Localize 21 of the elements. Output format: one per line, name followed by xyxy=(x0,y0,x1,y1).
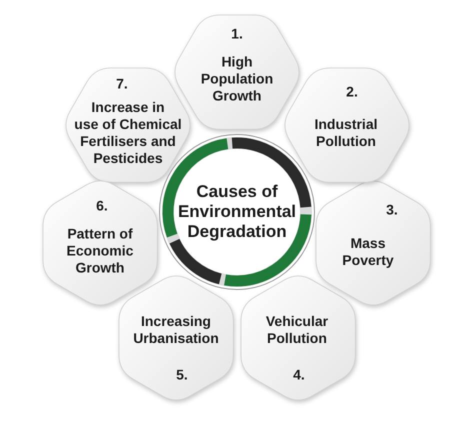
cause-label: Mass Poverty xyxy=(342,234,394,269)
step-number: 5. xyxy=(176,366,188,384)
step-number: 3. xyxy=(386,201,398,218)
hexagon-card xyxy=(284,66,410,183)
hexagon-card xyxy=(64,66,191,183)
cause-label: Increase in use of Chemical Fertilisers and Pesticides xyxy=(74,98,182,167)
hub-title: Causes of Environmental Degradation xyxy=(178,182,296,242)
cause-label: Pattern of Economic Growth xyxy=(66,225,134,276)
step-number: 1. xyxy=(231,25,243,42)
hexagon-card xyxy=(118,275,234,402)
cause-label: High Population Growth xyxy=(200,53,274,104)
step-number: 4. xyxy=(293,366,305,384)
hexagon-card xyxy=(315,180,432,306)
cause-label: Increasing Urbanisation xyxy=(133,312,219,347)
hexagon-card xyxy=(42,180,159,306)
cause-label: Vehicular Pollution xyxy=(266,312,328,347)
step-number: 7. xyxy=(116,75,128,92)
step-number: 6. xyxy=(96,197,108,214)
cause-label: Industrial Pollution xyxy=(314,116,378,150)
step-number: 2. xyxy=(346,83,358,100)
hexagon-card xyxy=(240,275,356,402)
